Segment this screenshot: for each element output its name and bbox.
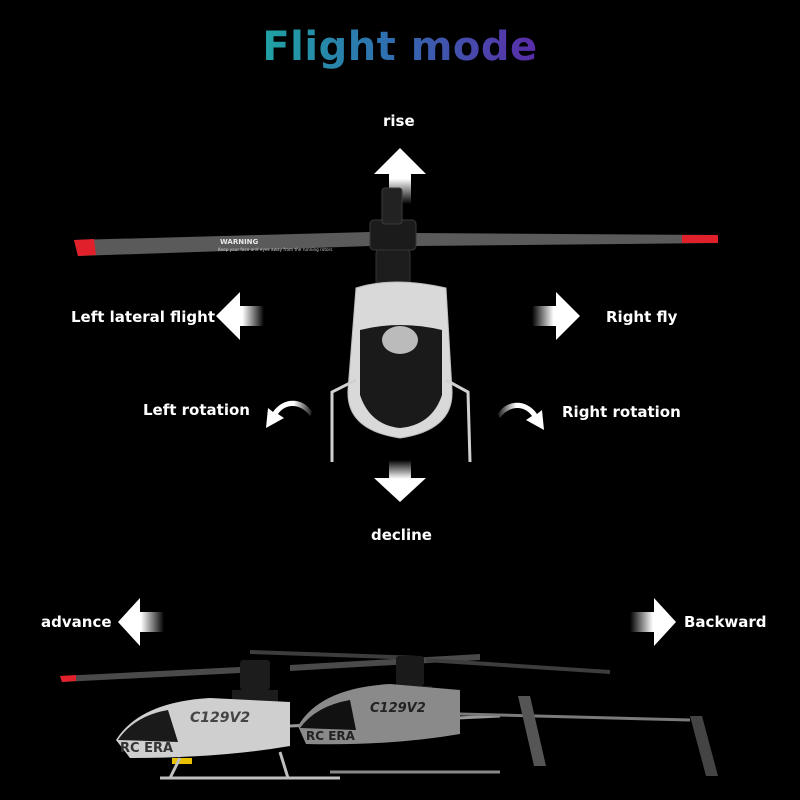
label-decline: decline: [371, 526, 432, 544]
arrow-backward-icon: [630, 598, 676, 646]
helicopter-front-view: WARNING Keep your face and eyes away fro…: [74, 187, 718, 463]
label-left-lateral-flight: Left lateral flight: [71, 308, 215, 326]
arrow-left-icon: [216, 292, 264, 340]
label-right-fly: Right fly: [606, 308, 678, 326]
brand-label-back: RC ERA: [306, 729, 356, 743]
arrow-advance-icon: [118, 598, 164, 646]
warning-subtext: Keep your face and eyes away from the ru…: [218, 247, 332, 252]
model-label-front: C129V2: [190, 710, 250, 726]
page-title: Flight mode: [0, 24, 800, 70]
arrow-right-icon: [532, 292, 580, 340]
brand-label-front: RC ERA: [120, 741, 173, 756]
helicopter-side-view-back: RC ERA C129V2: [250, 650, 718, 776]
label-backward: Backward: [684, 613, 767, 631]
label-right-rotation: Right rotation: [562, 403, 681, 421]
arrow-up-icon: [374, 148, 426, 204]
warning-text: WARNING: [220, 238, 259, 246]
page-title-text: Flight mode: [262, 24, 538, 70]
arrow-down-icon: [374, 460, 426, 502]
rotate-left-icon: [266, 400, 312, 428]
label-left-rotation: Left rotation: [143, 401, 250, 419]
model-label-back: C129V2: [370, 701, 426, 716]
label-advance: advance: [41, 613, 112, 631]
helicopter-side-view-front: RC ERA C129V2: [60, 654, 501, 780]
rotate-right-icon: [498, 402, 544, 430]
label-rise: rise: [383, 112, 415, 130]
